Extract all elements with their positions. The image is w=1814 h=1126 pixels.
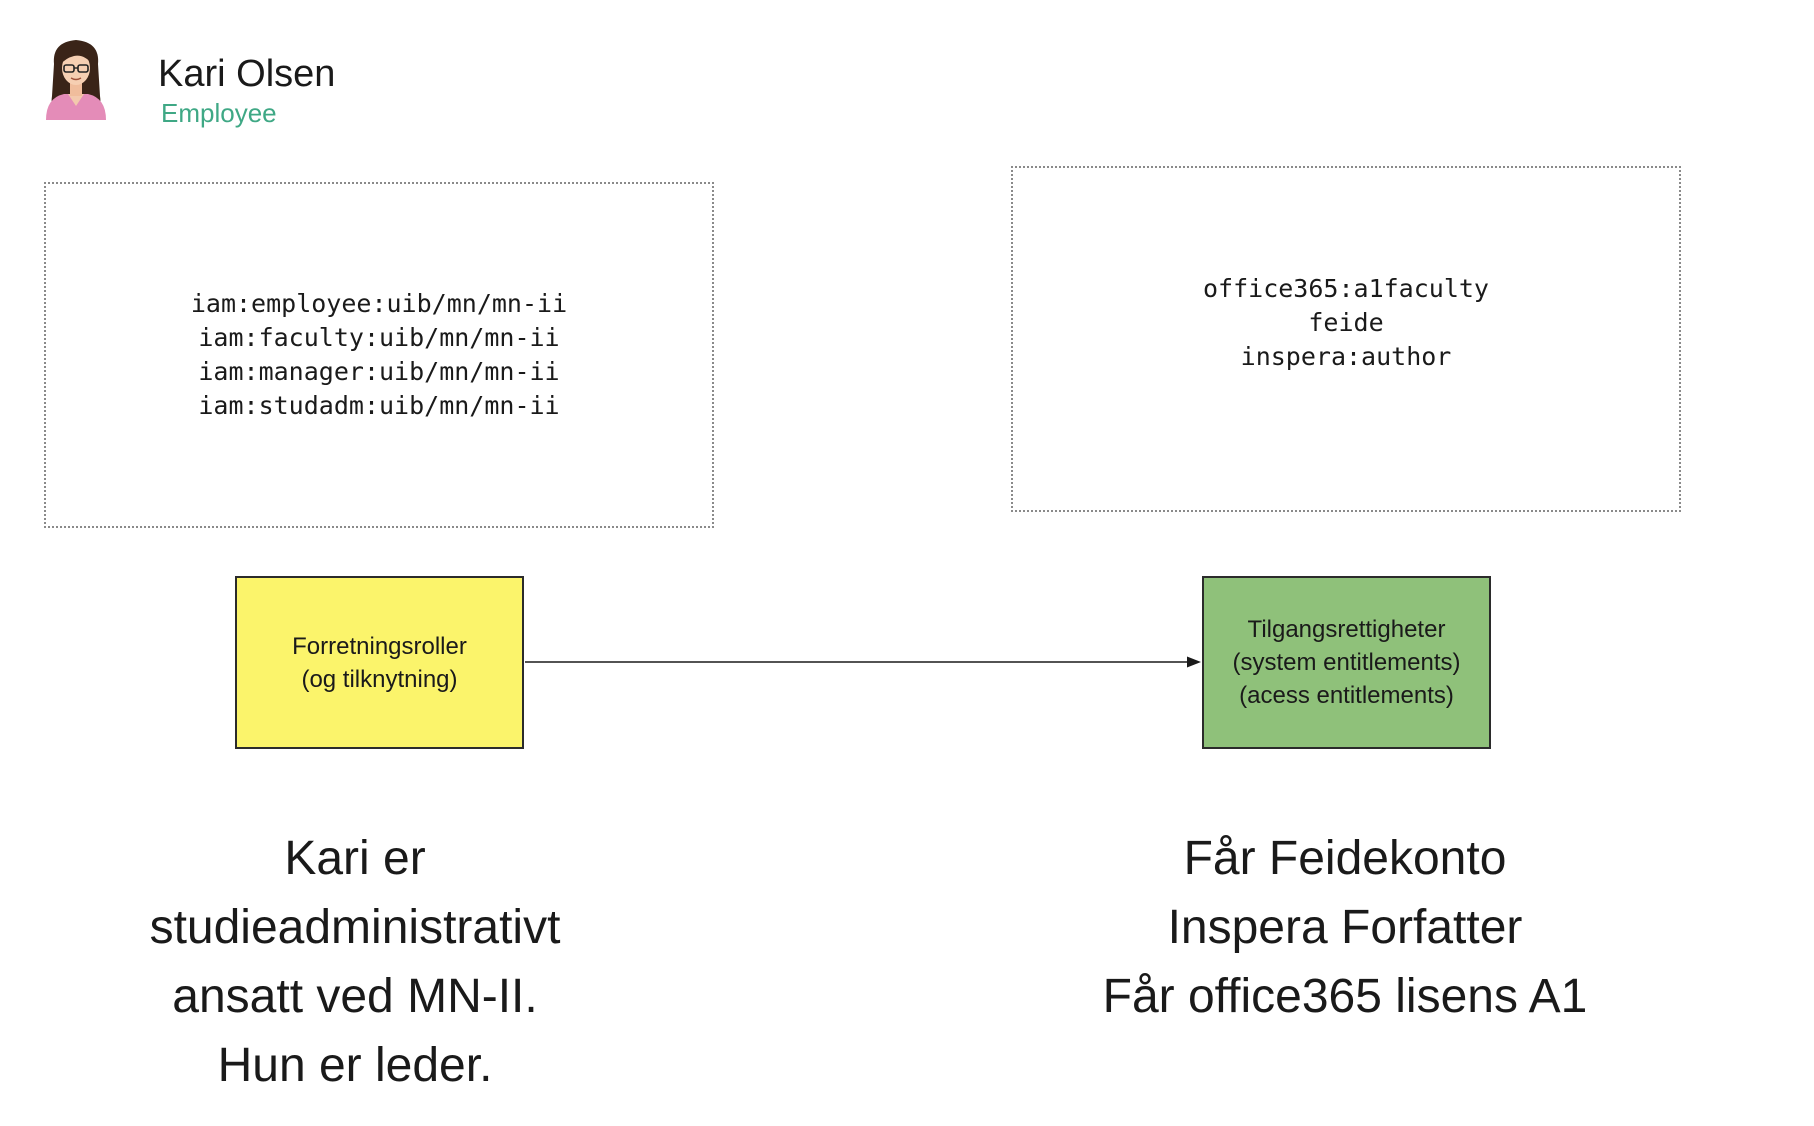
role-line: iam:studadm:uib/mn/mn-ii	[198, 391, 560, 420]
node-label: (system entitlements)	[1232, 649, 1461, 676]
business-roles-list: iam:employee:uib/mn/mn-ii iam:faculty:ui…	[44, 182, 714, 528]
role-line: iam:faculty:uib/mn/mn-ii	[198, 323, 560, 352]
caption-line: Kari er	[284, 832, 426, 885]
caption-line: Får Feidekonto	[1183, 832, 1507, 885]
entitlements-list: office365:a1faculty feide inspera:author	[1011, 166, 1681, 512]
entitlement-line: feide	[1308, 308, 1384, 337]
entitlement-line: inspera:author	[1240, 342, 1452, 371]
business-roles-node: Forretningsroller (og tilknytning)	[235, 576, 524, 749]
caption-line: studieadministrativt	[149, 901, 561, 954]
caption-line: Får office365 lisens A1	[1102, 970, 1588, 1023]
caption-line: Hun er leder.	[217, 1039, 493, 1092]
entitlement-line: office365:a1faculty	[1203, 274, 1489, 303]
node-label: (og tilknytning)	[301, 665, 458, 693]
access-entitlements-node: Tilgangsrettigheter (system entitlements…	[1202, 576, 1491, 749]
caption-line: ansatt ved MN-II.	[172, 970, 538, 1023]
role-line: iam:manager:uib/mn/mn-ii	[198, 357, 560, 386]
person-name: Kari Olsen	[158, 53, 336, 95]
node-label: Forretningsroller	[292, 632, 467, 660]
person-avatar-icon	[40, 34, 112, 120]
roles-caption: Kari er studieadministrativt ansatt ved …	[80, 824, 630, 1100]
caption-line: Inspera Forfatter	[1167, 901, 1523, 954]
node-label: Tilgangsrettigheter	[1247, 616, 1446, 643]
entitlements-caption: Får Feidekonto Inspera Forfatter Får off…	[1045, 824, 1645, 1031]
person-role: Employee	[161, 98, 277, 128]
role-line: iam:employee:uib/mn/mn-ii	[190, 289, 568, 318]
node-label: (acess entitlements)	[1239, 682, 1454, 709]
